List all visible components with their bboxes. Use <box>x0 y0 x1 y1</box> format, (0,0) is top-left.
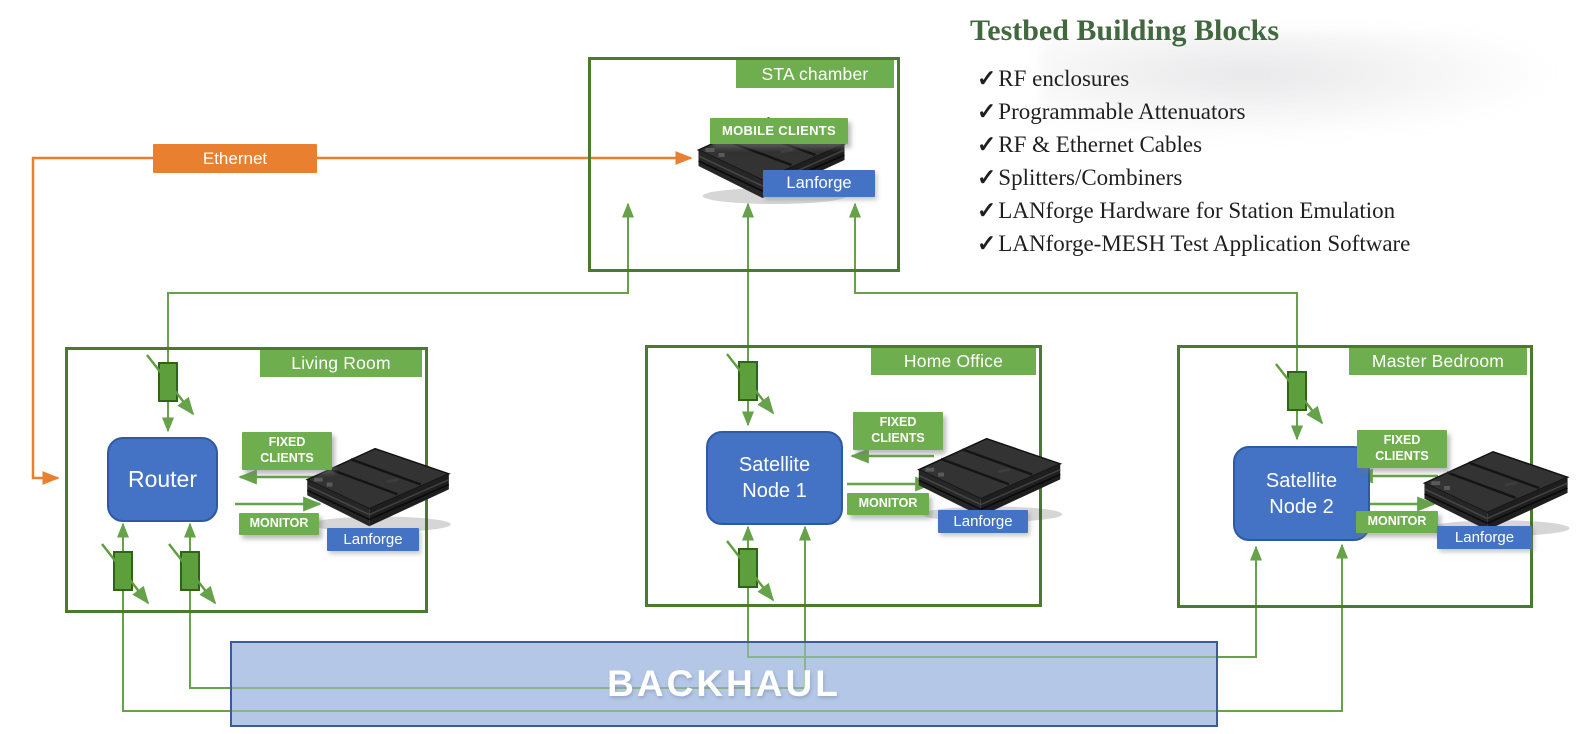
attenuator-icon <box>101 543 150 605</box>
room-label-home-office: Home Office <box>871 348 1036 375</box>
attenuator-icons <box>101 353 1324 605</box>
legend-item-text: LANforge Hardware for Station Emulation <box>998 198 1396 223</box>
attenuator-icon <box>1275 363 1324 425</box>
legend-item: ✓LANforge-MESH Test Application Software <box>977 227 1410 260</box>
legend-item: ✓LANforge Hardware for Station Emulation <box>977 194 1410 227</box>
node-satellite-2: Satellite Node 2 <box>1233 446 1370 541</box>
backhaul-label: BACKHAUL <box>607 663 841 704</box>
check-icon: ✓ <box>977 231 997 256</box>
monitor-tag: MONITOR <box>1356 511 1438 533</box>
legend-list: ✓RF enclosures ✓Programmable Attenuators… <box>977 62 1410 260</box>
lanforge-label: Lanforge <box>938 510 1028 533</box>
attenuator-icon <box>726 353 775 415</box>
lanforge-label: Lanforge <box>1437 526 1532 549</box>
lanforge-label: Lanforge <box>763 170 875 197</box>
node-router: Router <box>107 437 218 522</box>
legend-item: ✓RF enclosures <box>977 62 1410 95</box>
legend-item-text: RF & Ethernet Cables <box>998 132 1203 157</box>
legend-item: ✓Splitters/Combiners <box>977 161 1410 194</box>
backhaul-links <box>117 522 1348 712</box>
legend-item-text: LANforge-MESH Test Application Software <box>998 231 1411 256</box>
check-icon: ✓ <box>977 165 997 190</box>
attenuator-icon <box>168 543 217 605</box>
legend-item-text: Splitters/Combiners <box>998 165 1183 190</box>
monitor-tag: MONITOR <box>847 493 929 515</box>
sta-chamber-label: STA chamber <box>736 60 894 88</box>
node-satellite-1: Satellite Node 1 <box>706 431 843 525</box>
legend-item-text: Programmable Attenuators <box>998 99 1246 124</box>
ethernet-label: Ethernet <box>153 144 317 173</box>
backhaul-band-border <box>230 641 1218 727</box>
room-label-master-bedroom: Master Bedroom <box>1349 348 1527 375</box>
fixed-clients-tag: FIXED CLIENTS <box>1357 430 1447 468</box>
backhaul-band <box>230 641 1218 727</box>
legend-item: ✓Programmable Attenuators <box>977 95 1410 128</box>
check-icon: ✓ <box>977 66 997 91</box>
legend-item-text: RF enclosures <box>998 66 1130 91</box>
attenuator-icon <box>726 540 775 602</box>
attenuator-icon <box>146 354 195 416</box>
ethernet-line <box>31 151 693 485</box>
room-label-living-room: Living Room <box>260 350 422 377</box>
legend-title: Testbed Building Blocks <box>970 14 1280 47</box>
legend-item: ✓RF & Ethernet Cables <box>977 128 1410 161</box>
fixed-clients-tag: FIXED CLIENTS <box>853 412 943 450</box>
check-icon: ✓ <box>977 198 997 223</box>
watermark-smudge <box>1040 30 1560 140</box>
check-icon: ✓ <box>977 99 997 124</box>
lanforge-label: Lanforge <box>327 528 419 551</box>
mobile-clients-tag: MOBILE CLIENTS <box>710 118 848 144</box>
fixed-clients-tag: FIXED CLIENTS <box>242 432 332 470</box>
sta-room-links <box>162 202 1303 441</box>
check-icon: ✓ <box>977 132 997 157</box>
monitor-tag: MONITOR <box>239 513 319 535</box>
